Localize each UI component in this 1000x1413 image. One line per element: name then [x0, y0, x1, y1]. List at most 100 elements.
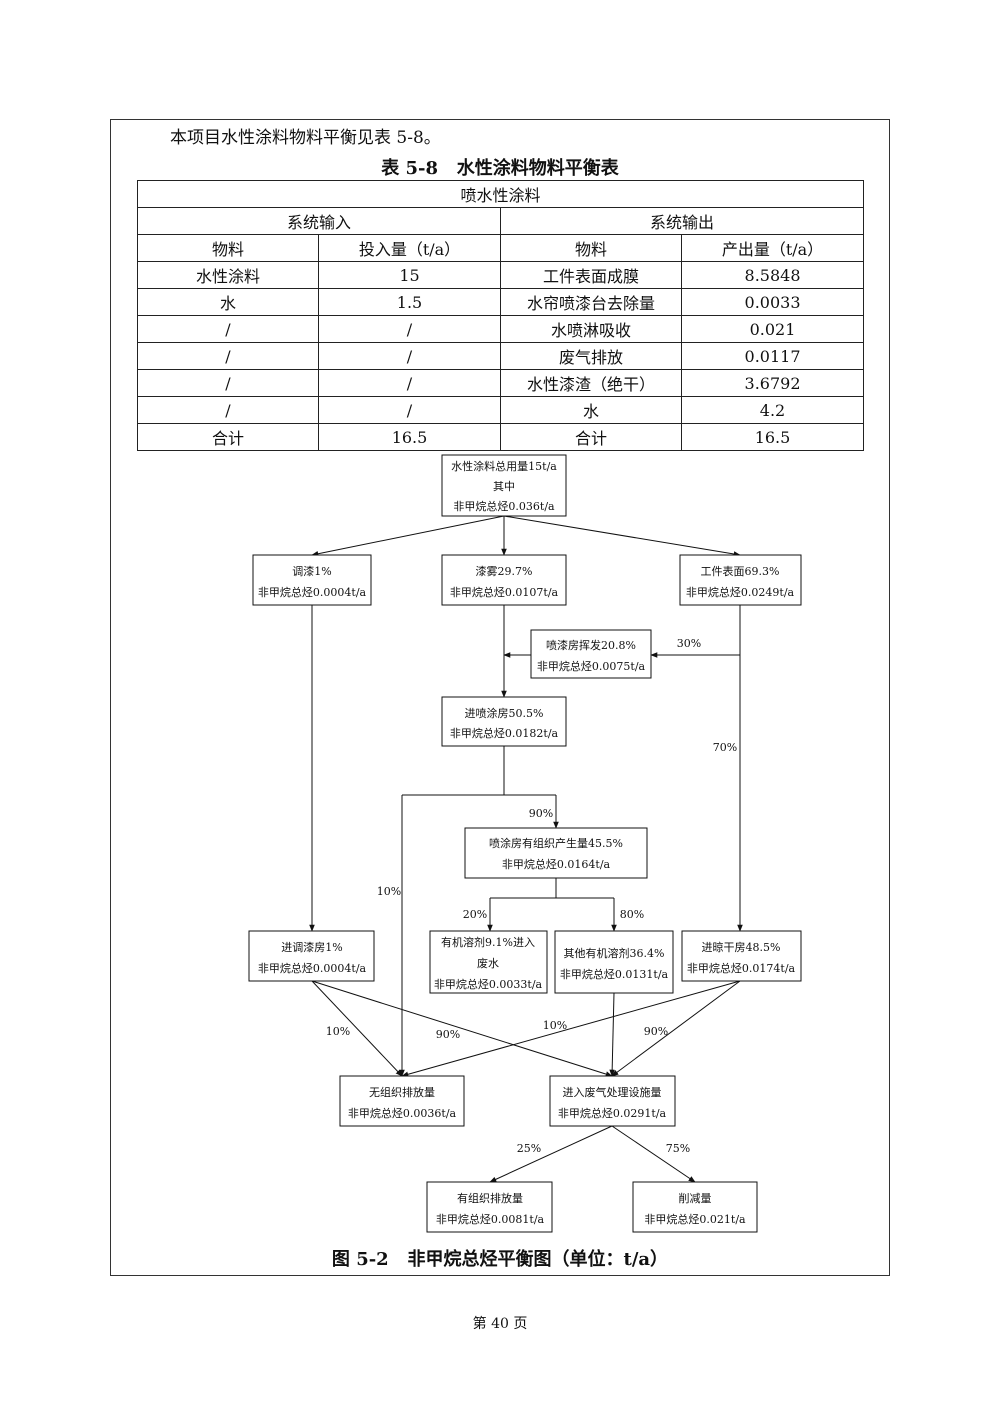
table-cell: /: [318, 396, 501, 424]
column-header: 物料: [137, 234, 319, 262]
node-jinpentu-line2: 非甲烷总烃0.0182t/a: [450, 726, 559, 740]
node-tiaoqi-box: [252, 554, 372, 606]
arrow-feiqi-to-xuejian: [611, 1125, 696, 1183]
node-xuejian-box: [632, 1181, 758, 1233]
node-jintiaoqi-line2: 非甲烷总烃0.0004t/a: [258, 961, 367, 975]
table-cell: 0.021: [680, 315, 865, 343]
node-youzuzhi-chan-line1: 喷涂房有组织产生量45.5%: [489, 836, 623, 850]
table-caption: 表 5-8 水性涂料物料平衡表: [381, 158, 619, 179]
node-gongjian-line1: 工件表面69.3%: [701, 564, 780, 578]
node-feishui-line2: 废水: [477, 956, 499, 970]
node-qiwu-line1: 漆雾29.7%: [476, 565, 533, 578]
arrow-liangan-to-wuzuzhi: [401, 980, 741, 1077]
node-wuzuzhi-line1: 无组织排放量: [369, 1085, 435, 1099]
table-cell: 水帘喷漆台去除量: [500, 288, 682, 316]
pct-label-90c: 90%: [644, 1025, 668, 1038]
node-huifa-line2: 非甲烷总烃0.0075t/a: [537, 659, 646, 673]
node-feishui-line3: 非甲烷总烃0.0033t/a: [434, 977, 543, 991]
node-youzuzhi-chan-line2: 非甲烷总烃0.0164t/a: [502, 857, 611, 871]
node-liangan-line1: 进晾干房48.5%: [702, 940, 781, 954]
node-youzuzhi-chan-box: [464, 827, 648, 879]
pct-label-90b: 90%: [436, 1028, 460, 1041]
node-top-line3: 非甲烷总烃0.036t/a: [453, 499, 555, 513]
table-cell: 8.5848: [680, 261, 865, 289]
pct-label-10b: 10%: [326, 1025, 350, 1038]
arrow-top-to-gongjian: [503, 515, 741, 557]
table-cell: 15: [318, 261, 501, 289]
node-feiqi-line2: 非甲烷总烃0.0291t/a: [558, 1106, 667, 1120]
table-cell: 1.5: [318, 288, 501, 316]
table-row: / / 水性漆渣（绝干） 3.6792: [137, 369, 865, 397]
arrow-qita-to-feiqi: [609, 992, 615, 1077]
column-header: 投入量（t/a）: [318, 234, 501, 262]
node-top-line2: 其中: [493, 480, 515, 493]
node-feishui-line1: 有机溶剂9.1%进入: [441, 935, 535, 949]
arrow-top-to-tiaoqi: [311, 515, 505, 557]
node-qiwu-line2: 非甲烷总烃0.0107t/a: [450, 585, 559, 599]
node-top-box: [441, 454, 567, 517]
pct-label-70: 70%: [713, 741, 737, 754]
table-cell: /: [137, 369, 319, 397]
pct-label-80: 80%: [620, 908, 644, 921]
table-cell: 0.0117: [680, 342, 865, 370]
page-number: 第 40 页: [472, 1316, 528, 1332]
arrow-feiqi-to-youzuzhi-pai: [489, 1125, 613, 1183]
node-huifa-line1: 喷漆房挥发20.8%: [546, 638, 636, 652]
table-row: 水 1.5 水帘喷漆台去除量 0.0033: [137, 288, 865, 316]
node-feiqi-box: [549, 1075, 676, 1127]
node-liangan-box: [681, 930, 802, 982]
node-wuzuzhi-line2: 非甲烷总烃0.0036t/a: [348, 1106, 457, 1120]
node-jinpentu-line1: 进喷涂房50.5%: [465, 706, 544, 720]
table-cell: /: [137, 396, 319, 424]
pct-label-90a: 90%: [529, 807, 553, 820]
node-liangan-line2: 非甲烷总烃0.0174t/a: [687, 961, 796, 975]
pct-label-75: 75%: [666, 1142, 690, 1155]
arrow-liangan-to-feiqi: [611, 980, 741, 1077]
node-huifa-box: [530, 629, 652, 679]
node-youzuzhi-pai-line1: 有组织排放量: [457, 1191, 523, 1205]
node-jinpentu-box: [441, 696, 567, 747]
page-frame: [110, 119, 890, 1276]
table-cell: 合计: [137, 423, 319, 451]
node-jintiaoqi-box: [248, 930, 375, 982]
pct-label-10a: 10%: [377, 885, 401, 898]
node-youzuzhi-pai-box: [426, 1181, 553, 1233]
table-title-cell: 喷水性涂料: [136, 180, 865, 208]
table-cell: 16.5: [680, 423, 865, 451]
table-cell: 合计: [500, 423, 682, 451]
table-cell: 水性漆渣（绝干）: [500, 369, 682, 397]
node-tiaoqi-line2: 非甲烷总烃0.0004t/a: [258, 585, 367, 599]
table-row: 合计 16.5 合计 16.5: [137, 423, 865, 451]
intro-text: 本项目水性涂料物料平衡见表 5-8。: [170, 128, 441, 148]
node-xuejian-line1: 削减量: [679, 1191, 712, 1205]
table-cell: 废气排放: [500, 342, 682, 370]
pct-label-10c: 10%: [543, 1019, 567, 1032]
node-top-line1: 水性涂料总用量15t/a: [451, 459, 557, 473]
node-qiwu-box: [441, 554, 567, 606]
node-gongjian-line2: 非甲烷总烃0.0249t/a: [686, 585, 795, 599]
node-qita-line2: 非甲烷总烃0.0131t/a: [560, 967, 669, 981]
table-cell: 工件表面成膜: [500, 261, 682, 289]
figure-caption: 图 5-2 非甲烷总烃平衡图（单位：t/a）: [331, 1249, 669, 1270]
table-row: 水性涂料 15 工件表面成膜 8.5848: [137, 261, 865, 289]
table-cell: 16.5: [318, 423, 501, 451]
table-cell: /: [137, 315, 319, 343]
node-gongjian-box: [679, 554, 802, 606]
node-tiaoqi-line1: 调漆1%: [292, 565, 331, 578]
node-xuejian-line2: 非甲烷总烃0.021t/a: [644, 1212, 746, 1226]
table-row: / / 废气排放 0.0117: [137, 342, 865, 370]
material-balance-table: 喷水性涂料 系统输入 系统输出 物料 投入量（t/a） 物料 产出量（t/a） …: [136, 180, 865, 451]
node-jintiaoqi-line1: 进调漆房1%: [281, 941, 342, 954]
table-row: / / 水喷淋吸收 0.021: [137, 315, 865, 343]
node-youzuzhi-pai-line2: 非甲烷总烃0.0081t/a: [436, 1212, 545, 1226]
node-qita-line1: 其他有机溶剂36.4%: [564, 946, 665, 960]
arrow-jintiaoqi-to-feiqi: [311, 980, 613, 1077]
arrow-jintiaoqi-to-wuzuzhi: [311, 980, 403, 1077]
node-wuzuzhi-box: [339, 1075, 465, 1127]
node-qita-box: [554, 930, 674, 994]
node-feiqi-line1: 进入废气处理设施量: [563, 1085, 662, 1099]
pct-label-25: 25%: [517, 1142, 541, 1155]
table-cell: 3.6792: [680, 369, 865, 397]
output-header-cell: 系统输出: [499, 207, 865, 235]
